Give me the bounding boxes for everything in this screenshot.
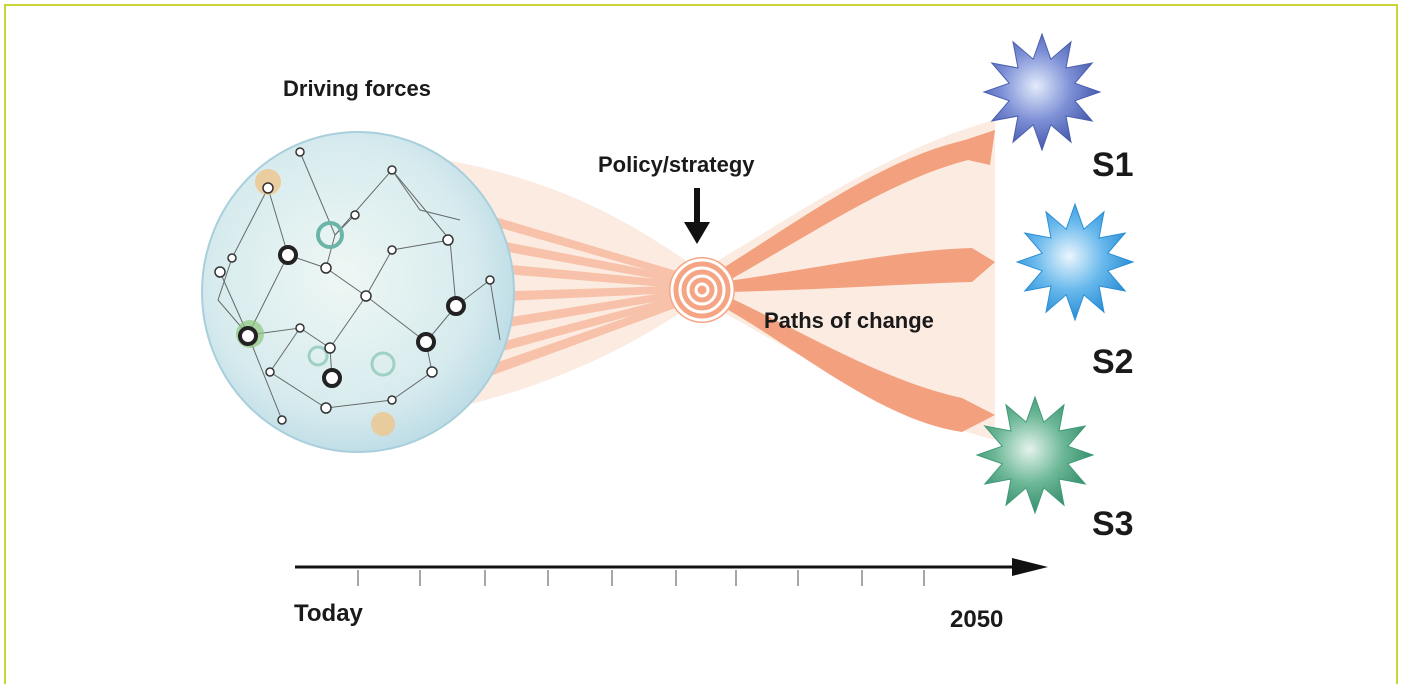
scenario-s3-label: S3 xyxy=(1092,505,1134,543)
path-to-s3 xyxy=(718,294,995,432)
scenario-star-s2-icon xyxy=(1015,202,1135,322)
driving-forces-label: Driving forces xyxy=(283,76,431,101)
driving-forces-sphere xyxy=(201,131,515,453)
scenario-star-s1-icon xyxy=(982,32,1102,152)
path-to-s1 xyxy=(720,130,995,282)
down-arrow-icon xyxy=(684,188,710,244)
incoming-streams xyxy=(452,205,700,390)
policy-strategy-label: Policy/strategy xyxy=(598,152,755,177)
scenario-star-s3-icon xyxy=(975,395,1095,515)
figure-frame xyxy=(4,4,1398,684)
scenario-stars xyxy=(975,32,1135,515)
timeline-axis xyxy=(295,558,1048,586)
path-to-s2 xyxy=(722,248,995,292)
paths-of-change-label: Paths of change xyxy=(764,308,934,333)
scenario-s2-label: S2 xyxy=(1092,343,1134,381)
scenario-s1-label: S1 xyxy=(1092,146,1134,184)
change-paths xyxy=(718,130,995,432)
year-2050-label: 2050 xyxy=(950,606,1004,633)
today-label: Today xyxy=(294,600,363,627)
spiral-icon xyxy=(669,257,735,323)
